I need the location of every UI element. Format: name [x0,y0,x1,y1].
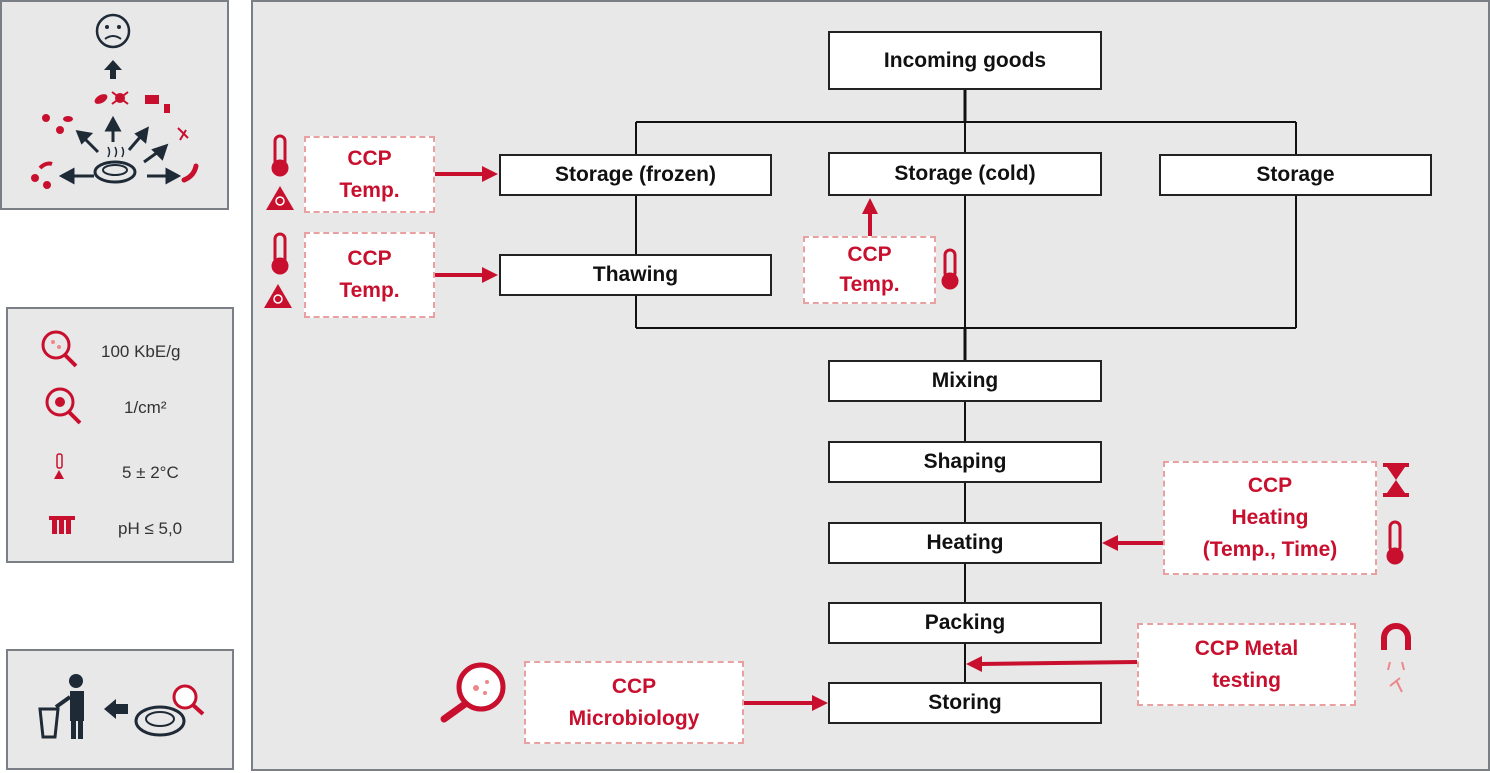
hourglass-icon [1383,463,1409,497]
food-plate-inspect-icon [134,684,205,737]
step-thawing: Thawing [499,254,772,296]
hazards-illustration [31,13,199,189]
thermometer-icon [54,453,64,479]
ccp-temp-frozen: CCP Temp. [304,136,435,213]
insect-icon-2 [31,161,53,189]
ccp-metal-testing: CCP Metal testing [1137,623,1356,706]
crab-icon [111,91,129,105]
hazard-arrows [58,115,182,185]
legend-ph-limit: pH ≤ 5,0 [118,519,183,538]
person-trash-icon [38,674,84,739]
ccp-temp-cold: CCP Temp. [803,236,936,304]
thermometer-icon [941,248,959,290]
ccp-heating: CCP Heating (Temp., Time) [1163,461,1377,575]
legend-icons [41,330,82,534]
step-shaping: Shaping [828,441,1102,483]
test-tubes-icon [49,516,75,534]
magnifier-bug-icon [45,387,82,425]
sad-face-icon [95,13,131,49]
process-connectors [635,90,1297,682]
frozen-warning-icon [266,186,294,210]
limits-legend-panel: 100 KbE/g 1/cm² 5 ± 2°C pH ≤ 5,0 [6,307,234,563]
legend-pests-limit: 1/cm² [124,398,167,417]
ccp-microbiology: CCP Microbiology [524,661,744,744]
arrow-left-icon [104,699,128,719]
thermometer-icon [271,232,289,275]
step-storage-frozen: Storage (frozen) [499,154,772,196]
bacteria-icon [94,94,108,104]
magnet-icon [1381,623,1411,693]
step-storage: Storage [1159,154,1432,196]
hazards-panel [0,0,229,210]
step-heating: Heating [828,522,1102,564]
legend-microbes-limit: 100 KbE/g [101,342,181,361]
pin-icon [177,127,189,141]
thermometer-icon [1386,520,1404,565]
step-storing: Storing [828,682,1102,724]
food-plate-icon [93,146,137,184]
magnifier-microbe-icon [41,330,78,368]
frozen-warning-icon [264,284,292,308]
thermometer-icon [271,134,289,177]
disposal-panel [6,649,234,770]
step-storage-cold: Storage (cold) [828,152,1102,196]
step-incoming-goods: Incoming goods [828,31,1102,90]
disposal-illustration [38,674,205,739]
magnifier-microbe-icon [440,662,506,723]
ccp-arrows [435,166,1163,711]
chili-icon [181,163,199,183]
step-packing: Packing [828,602,1102,644]
legend-temperature-limit: 5 ± 2°C [122,463,179,482]
packaging-icon [145,95,170,113]
ccp-temp-thawing: CCP Temp. [304,232,435,318]
insect-icon [42,114,73,134]
step-mixing: Mixing [828,360,1102,402]
arrow-up-icon [104,60,122,79]
